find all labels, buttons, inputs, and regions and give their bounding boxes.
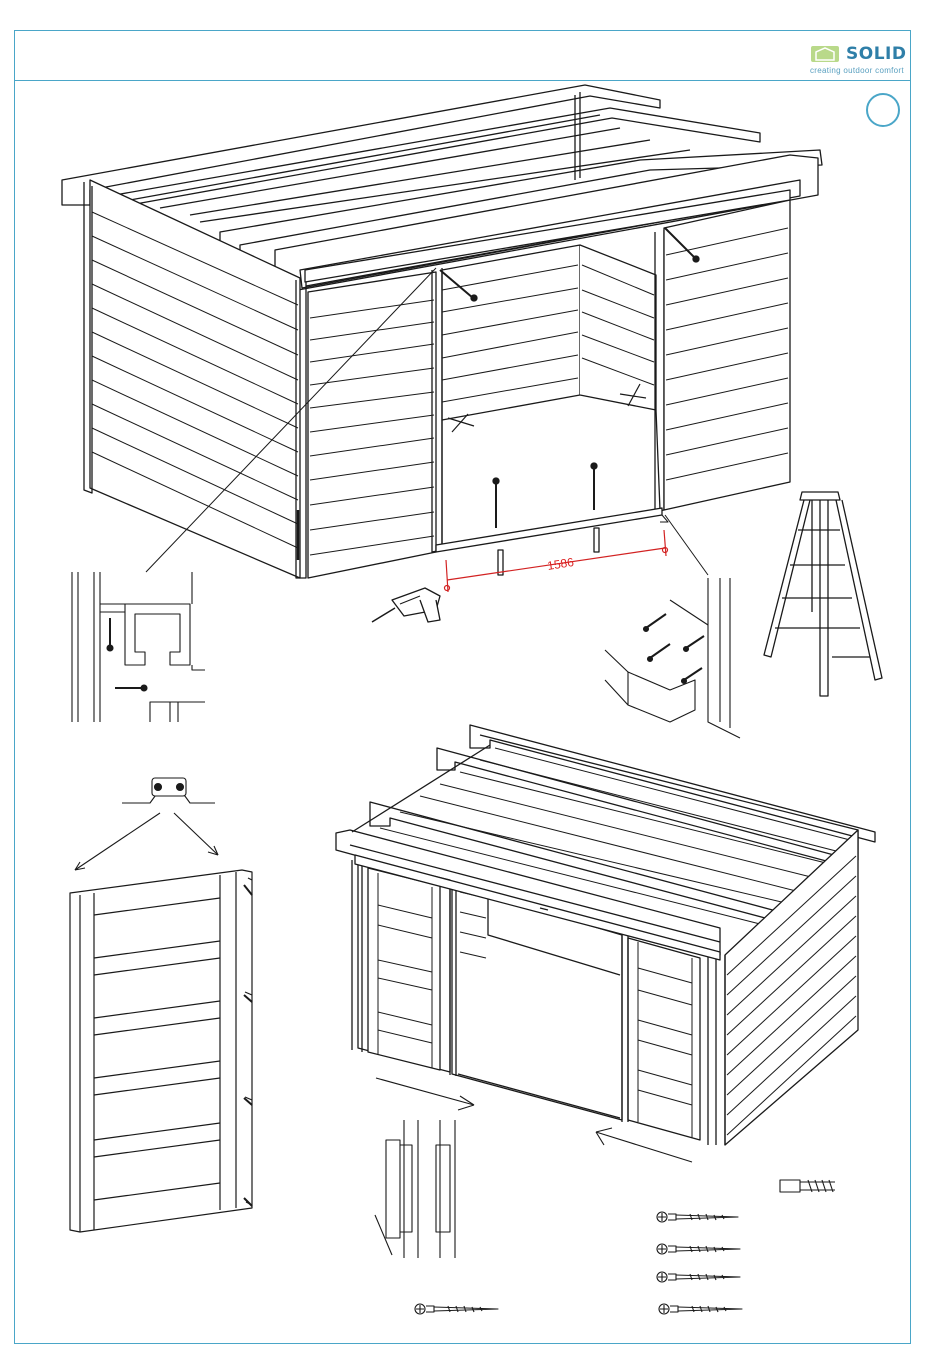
- detail-floor-bracket: [605, 578, 740, 738]
- dimension-label: 1586: [546, 555, 575, 573]
- drill-icon: [372, 588, 440, 622]
- screw-icon: [415, 1212, 742, 1314]
- door-edge-detail: [375, 1120, 455, 1258]
- hinge-detail: [75, 778, 218, 870]
- shed-top-view: 1586: [62, 85, 822, 622]
- shed-bottom-view: [336, 725, 875, 1145]
- wall-plug-icon: [780, 1180, 835, 1192]
- ladder-icon: [764, 492, 882, 696]
- door-panel: [70, 870, 252, 1232]
- detail-rail-profile: [72, 572, 205, 722]
